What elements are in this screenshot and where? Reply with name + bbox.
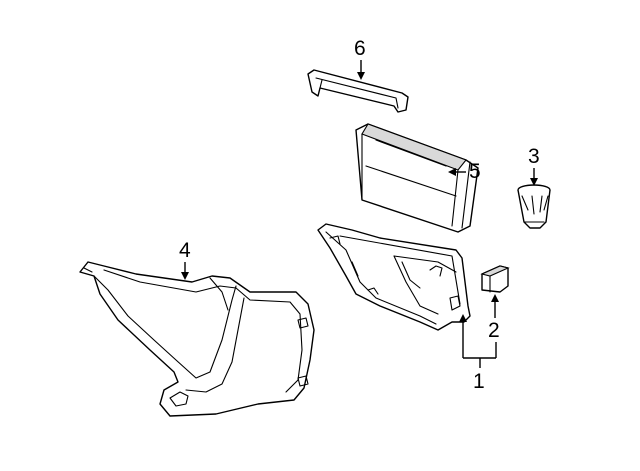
callout-2: 2 <box>488 319 500 342</box>
leader-4 <box>181 262 189 280</box>
callout-1: 1 <box>473 370 485 393</box>
leader-3 <box>530 168 538 186</box>
callout-6: 6 <box>354 37 366 60</box>
part-4-trim-panel <box>79 261 315 417</box>
callout-3: 3 <box>528 145 540 168</box>
part-2-retainer <box>480 265 510 293</box>
callout-5: 5 <box>469 160 481 183</box>
part-6-bracket <box>307 69 409 113</box>
leader-6 <box>357 60 365 80</box>
leader-2 <box>491 294 499 318</box>
callout-4: 4 <box>179 239 191 262</box>
leader-1 <box>459 314 497 368</box>
part-5-filter <box>355 123 479 233</box>
part-1-housing <box>317 223 471 331</box>
part-3-clip <box>517 184 551 229</box>
leader-5 <box>448 168 466 176</box>
